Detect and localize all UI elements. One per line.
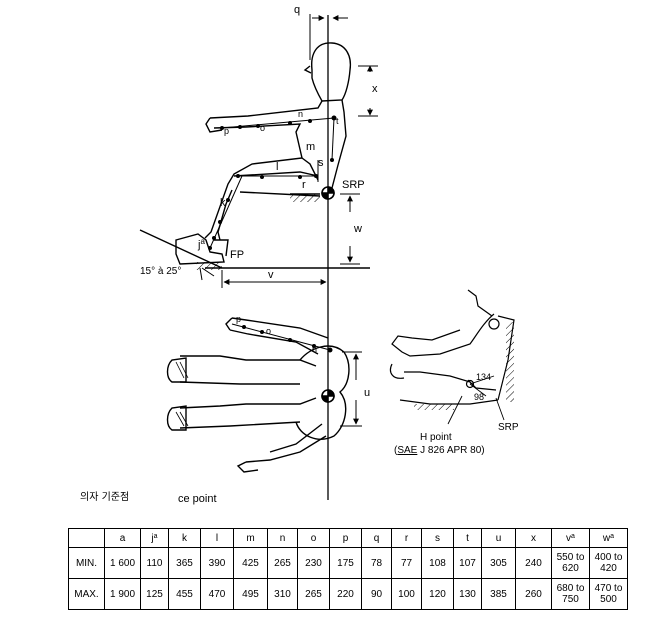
table-corner-cell: [68, 528, 105, 548]
label-q: q: [294, 4, 300, 16]
column-header: s: [421, 528, 454, 548]
foot-top-upper: [166, 357, 187, 383]
table-cell: 1 900: [104, 578, 141, 610]
column-header: n: [267, 528, 298, 548]
table-cell: 78: [361, 547, 392, 579]
foot-outline: [175, 233, 225, 265]
table-cell: 265: [297, 578, 330, 610]
label-v: v: [268, 269, 274, 281]
detail-view-labels: 134 98 SRP H point (SAE J 826 APR 80): [394, 372, 519, 456]
inclined-floor: [139, 229, 223, 269]
label-98: 98: [474, 392, 484, 402]
table-cell: 385: [481, 578, 516, 610]
label-134: 134: [476, 372, 491, 382]
table-cell: 220: [329, 578, 362, 610]
label-o: o: [260, 123, 265, 133]
column-header: q: [361, 528, 392, 548]
table-cell: 100: [391, 578, 422, 610]
table-cell: 390: [200, 547, 234, 579]
label-n: n: [298, 109, 303, 119]
table-cell: 265: [267, 547, 298, 579]
label-sae: (SAE J 826 APR 80): [394, 445, 485, 456]
table-cell: 455: [168, 578, 201, 610]
column-header: u: [481, 528, 516, 548]
table-cell: 107: [453, 547, 482, 579]
table-cell: 1 600: [104, 547, 141, 579]
label-l: l: [276, 161, 278, 173]
table-cell: 495: [233, 578, 268, 610]
top-view-labels: p o n u: [236, 314, 370, 399]
column-header: p: [329, 528, 362, 548]
row-label: MIN.: [68, 547, 105, 579]
label-ja: ja: [197, 237, 205, 251]
table-cell: 125: [140, 578, 169, 610]
table-cell: 305: [481, 547, 516, 579]
table-cell: 175: [329, 547, 362, 579]
table-cell: 77: [391, 547, 422, 579]
table-cell: 110: [140, 547, 169, 579]
table-cell: 130: [453, 578, 482, 610]
table-cell: 310: [267, 578, 298, 610]
h-point-circle: [465, 379, 475, 389]
table-cell: 90: [361, 578, 392, 610]
caption-korean: 의자 기준점: [80, 492, 130, 503]
seat-hatch: [290, 194, 320, 202]
table-cell: 108: [421, 547, 454, 579]
foot-top-lower: [166, 405, 187, 431]
label-m: m: [306, 141, 315, 153]
column-header: o: [297, 528, 330, 548]
label-p: p: [224, 126, 229, 136]
caption-reference-point: ce point: [178, 493, 217, 505]
label-o-top: o: [266, 326, 271, 336]
column-header: a: [104, 528, 141, 548]
label-t: t: [336, 116, 339, 126]
label-srp: SRP: [342, 179, 365, 191]
seat-reference-diagram: q x p o n t m s l r SRP k w ja FP 15° à …: [139, 4, 519, 500]
column-header: m: [233, 528, 268, 548]
label-angle: 15° à 25°: [140, 266, 181, 277]
label-n-top: n: [312, 344, 317, 354]
label-fp: FP: [230, 249, 244, 261]
detail-view: [389, 289, 515, 425]
table-cell: 260: [515, 578, 552, 610]
label-k: k: [220, 197, 226, 209]
table-cell: 365: [168, 547, 201, 579]
top-view: [166, 317, 362, 473]
table-cell: 240: [515, 547, 552, 579]
row-label: MAX.: [68, 578, 105, 610]
column-header: va: [551, 528, 590, 548]
label-p-top: p: [236, 314, 241, 324]
column-header: ja: [140, 528, 169, 548]
table-cell: 120: [421, 578, 454, 610]
column-header: x: [515, 528, 552, 548]
label-s: s: [318, 157, 324, 169]
srp-detail-circle: [488, 318, 500, 330]
column-header: l: [200, 528, 234, 548]
side-view-labels: q x p o n t m s l r SRP k w ja FP 15° à …: [140, 4, 378, 281]
column-header: t: [453, 528, 482, 548]
column-header: r: [391, 528, 422, 548]
label-x: x: [372, 83, 378, 95]
head-outline: [311, 42, 352, 102]
side-view: [139, 14, 378, 500]
table-cell: 230: [297, 547, 330, 579]
column-header: k: [168, 528, 201, 548]
torso-outline: [204, 100, 323, 241]
table-cell: 425: [233, 547, 268, 579]
table-cell: 470: [200, 578, 234, 610]
label-u: u: [364, 387, 370, 399]
label-r: r: [302, 179, 306, 191]
label-h-point: H point: [420, 432, 452, 443]
label-srp-detail: SRP: [498, 422, 519, 433]
label-w: w: [353, 223, 362, 235]
column-header: wa: [589, 528, 628, 548]
